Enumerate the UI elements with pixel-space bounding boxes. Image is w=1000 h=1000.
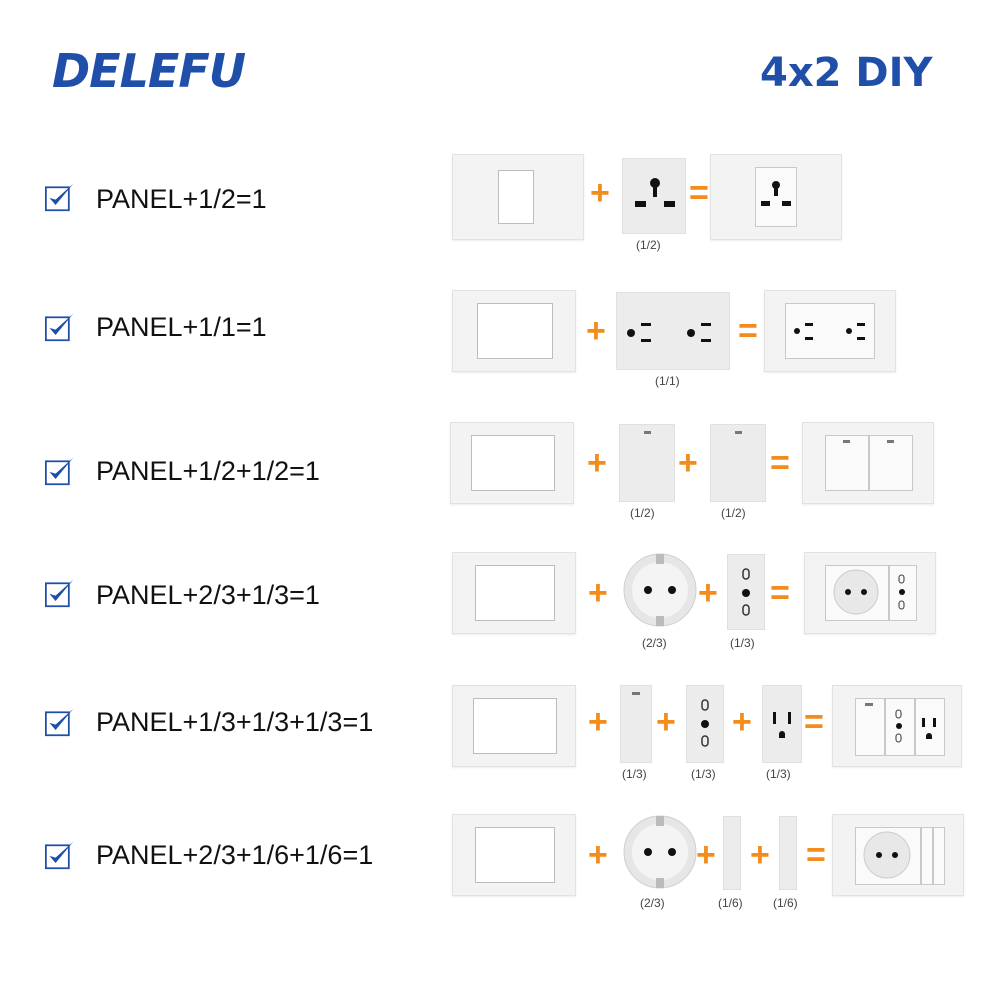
- panel-frame: [450, 422, 574, 504]
- italian-socket-icon: [742, 568, 750, 616]
- panel-frame: [452, 552, 576, 634]
- checkbox-check-icon: [45, 579, 74, 608]
- row-2: PANEL+1/1=1 + (1/1) =: [0, 288, 1000, 398]
- italian-socket-module: [727, 554, 765, 630]
- row-6: PANEL+2/3+1/6+1/6=1 + (2/3) + (1/6) + (1…: [0, 812, 1000, 922]
- module-caption: (1/2): [636, 238, 661, 252]
- plus-operator: +: [750, 836, 770, 874]
- equals-operator: =: [770, 444, 790, 482]
- row-1: PANEL+1/2=1 + (1/2) =: [0, 150, 1000, 260]
- checkbox-check-icon: [45, 457, 74, 486]
- page-title: 4x2 DIY: [760, 50, 933, 96]
- result-panel: [802, 422, 934, 504]
- panel-frame: [452, 290, 576, 372]
- universal-socket-module: [622, 158, 686, 234]
- schuko-socket-icon: [833, 569, 905, 615]
- plus-operator: +: [590, 174, 610, 212]
- schuko-socket-icon: [623, 553, 697, 627]
- panel-frame: [452, 685, 576, 767]
- italian-socket-module: [686, 685, 724, 763]
- switch-icon: [843, 440, 894, 443]
- module-caption: (1/3): [766, 767, 791, 781]
- equals-operator: =: [689, 174, 709, 212]
- switch-icon: [735, 431, 742, 434]
- result-panel: [832, 814, 964, 896]
- checkbox-check-icon: [45, 183, 74, 212]
- module-caption: (2/3): [640, 896, 665, 910]
- equals-operator: =: [804, 703, 824, 741]
- checkbox-check-icon: [45, 841, 74, 870]
- result-panel: [832, 685, 962, 767]
- switch-icon: [632, 692, 640, 695]
- equals-operator: =: [770, 574, 790, 612]
- switch-module: [710, 424, 766, 502]
- module-caption: (1/6): [718, 896, 743, 910]
- module-caption: (1/3): [691, 767, 716, 781]
- module-caption: (1/3): [622, 767, 647, 781]
- blank-module: [779, 816, 797, 890]
- plus-operator: +: [587, 444, 607, 482]
- module-caption: (1/3): [730, 636, 755, 650]
- equals-operator: =: [806, 836, 826, 874]
- row-formula: PANEL+1/2=1: [96, 184, 267, 214]
- checkbox-check-icon: [45, 708, 74, 737]
- brand-logo: DELEFU: [52, 44, 246, 98]
- plus-operator: +: [732, 703, 752, 741]
- us-socket-icon: [794, 323, 865, 340]
- module-caption: (2/3): [642, 636, 667, 650]
- blank-module: [723, 816, 741, 890]
- row-3: PANEL+1/2+1/2=1 + (1/2) + (1/2) =: [0, 420, 1000, 530]
- row-formula: PANEL+2/3+1/6+1/6=1: [96, 840, 374, 870]
- plus-operator: +: [678, 444, 698, 482]
- plus-operator: +: [586, 312, 606, 350]
- schuko-socket-icon: [623, 815, 697, 889]
- plus-operator: +: [656, 703, 676, 741]
- plus-operator: +: [696, 836, 716, 874]
- plus-operator: +: [698, 574, 718, 612]
- module-caption: (1/2): [630, 506, 655, 520]
- row-5: PANEL+1/3+1/3+1/3=1 + (1/3) + (1/3) + (1…: [0, 683, 1000, 793]
- equals-operator: =: [738, 312, 758, 350]
- module-caption: (1/2): [721, 506, 746, 520]
- us-double-socket-module: [616, 292, 730, 370]
- schuko-socket-module: [620, 814, 700, 890]
- switch-module: [620, 685, 652, 763]
- plus-operator: +: [588, 703, 608, 741]
- module-caption: (1/1): [655, 374, 680, 388]
- switch-icon: [865, 703, 936, 743]
- plus-operator: +: [588, 574, 608, 612]
- panel-frame: [452, 814, 576, 896]
- result-panel: [764, 290, 896, 372]
- result-panel: [804, 552, 936, 634]
- us-socket-icon: [627, 323, 711, 342]
- checkbox-check-icon: [45, 313, 74, 342]
- row-4: PANEL+2/3+1/3=1 + (2/3) + (1/3) =: [0, 550, 1000, 660]
- row-formula: PANEL+1/3+1/3+1/3=1: [96, 707, 374, 737]
- italian-socket-icon: [701, 699, 709, 747]
- row-formula: PANEL+1/1=1: [96, 312, 267, 342]
- row-formula: PANEL+1/2+1/2=1: [96, 456, 320, 486]
- result-panel: [710, 154, 842, 240]
- switch-module: [619, 424, 675, 502]
- module-caption: (1/6): [773, 896, 798, 910]
- switch-icon: [644, 431, 651, 434]
- row-formula: PANEL+2/3+1/3=1: [96, 580, 320, 610]
- schuko-socket-icon: [863, 831, 911, 879]
- universal-socket-icon: [761, 181, 791, 206]
- universal-socket-icon: [635, 178, 675, 207]
- us-socket-icon: [773, 712, 791, 738]
- panel-frame: [452, 154, 584, 240]
- us-socket-module: [762, 685, 802, 763]
- schuko-socket-module: [620, 552, 700, 628]
- plus-operator: +: [588, 836, 608, 874]
